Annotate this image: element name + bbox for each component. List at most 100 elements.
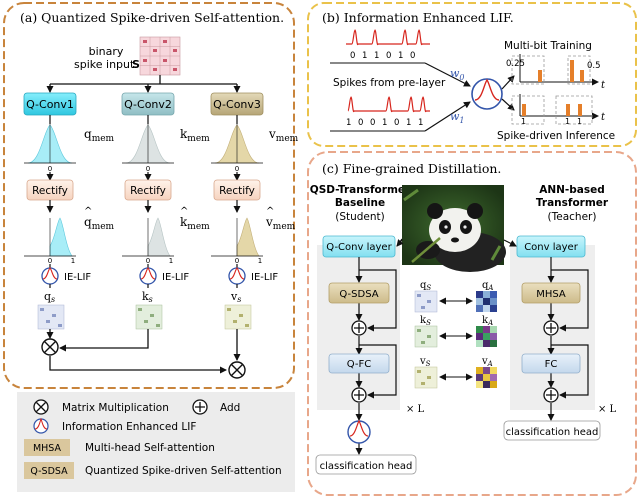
q-hat-mem-label: qmem — [84, 215, 115, 232]
v-s-label: vs — [230, 290, 241, 304]
student-qsdsa-label: Q-SDSA — [339, 289, 378, 300]
student-add-2 — [351, 387, 367, 403]
legend-ielif-label: Information Enhanced LIF — [62, 421, 196, 433]
svg-text:^: ^ — [180, 206, 188, 217]
lif-neuron-v — [228, 267, 246, 285]
student-times-l: × L — [406, 404, 425, 415]
q-conv3-label: Q-Conv3 — [213, 98, 261, 111]
spike-train-bottom: 1 0 0 1 0 1 1 — [330, 96, 430, 132]
svg-text:1: 1 — [406, 118, 411, 128]
svg-text:0: 0 — [370, 118, 375, 128]
multibit-training-label: Multi-bit Training — [504, 40, 592, 52]
teacher-add-2 — [543, 387, 559, 403]
k-mem-label: kmem — [180, 127, 210, 144]
k-hat-mem-label: kmem — [180, 215, 210, 232]
k-hat-distribution — [147, 217, 171, 257]
svg-text:^: ^ — [266, 206, 274, 217]
value-025: 0.25 — [506, 59, 525, 69]
legend-add-icon — [192, 399, 208, 415]
student-ielif-neuron — [347, 419, 371, 444]
svg-text:1: 1 — [258, 257, 262, 265]
k-a-heatmap — [476, 326, 497, 347]
student-qsdsa-block — [328, 282, 390, 304]
v-rectify-label: Rectify — [219, 185, 255, 197]
v-mem-label: vmem — [268, 127, 299, 144]
student-cls-head-label: classification head — [320, 461, 413, 472]
v-hat-distribution — [236, 217, 260, 257]
ielif-label-v: IE-LIF — [251, 272, 278, 283]
matmul-op-a — [41, 338, 59, 356]
column-q: Q-Conv1 qmem 0 Rectify qmem ^ 0 1 — [23, 92, 115, 268]
teacher-mhsa-block — [521, 282, 581, 304]
q-mem-label: qmem — [84, 127, 115, 144]
ie-lif-neuron-large — [471, 78, 503, 110]
k-rectify-label: Rectify — [130, 185, 166, 197]
svg-text:1: 1 — [169, 257, 173, 265]
teacher-role: (Teacher) — [548, 211, 597, 223]
teacher-times-l: × L — [598, 404, 617, 415]
legend-mhsa-tag-label: MHSA — [33, 443, 62, 454]
v-a-heatmap — [476, 367, 497, 388]
teacher-fc-block — [521, 353, 581, 374]
q-s-label: qs — [44, 290, 55, 304]
svg-text:0: 0 — [394, 118, 399, 128]
teacher-add-1 — [543, 320, 559, 336]
q-hat-distribution — [49, 217, 73, 257]
student-title-2: Baseline — [335, 197, 385, 209]
svg-text:1: 1 — [565, 117, 570, 126]
time-axis-label-top: t — [601, 80, 606, 91]
student-title-1: QSD-Transformer — [310, 184, 411, 196]
teacher-cls-head-label: classification head — [506, 427, 599, 438]
weight-w1: w1 — [450, 110, 465, 125]
distill-v: vS vA — [414, 356, 497, 389]
multibit-bar-3 — [580, 70, 584, 82]
inference-bar-3 — [578, 104, 582, 116]
student-qfc-label: Q-FC — [347, 359, 372, 370]
q-a-heatmap — [476, 291, 497, 312]
legend-ielif-icon — [33, 417, 49, 434]
q-tick-zero: 0 — [48, 165, 52, 173]
multibit-plot: 0.25 0.5 t — [506, 54, 606, 91]
spike-input-matrix — [139, 36, 181, 76]
legend-mhsa-tag — [24, 439, 70, 456]
svg-text:1: 1 — [418, 118, 423, 128]
v-hat-mem-label: vmem — [265, 215, 296, 232]
svg-text:kS: kS — [420, 315, 431, 327]
svg-text:1: 1 — [71, 257, 75, 265]
v-s-matrix — [224, 304, 252, 330]
svg-text:vA: vA — [481, 356, 493, 368]
panel-a: (a) Quantized Spike-driven Self-attentio… — [3, 2, 299, 389]
svg-text:0: 0 — [146, 257, 150, 265]
panel-b-title: (b) Information Enhanced LIF. — [322, 10, 514, 25]
student-add-1 — [351, 320, 367, 336]
input-symbol: S — [132, 58, 140, 71]
svg-text:0: 0 — [235, 257, 239, 265]
legend-mhsa-desc: Multi-head Self-attention — [85, 442, 215, 454]
panel-b-border — [307, 2, 637, 147]
svg-text:0: 0 — [358, 118, 363, 128]
multibit-bar-2 — [570, 60, 574, 82]
column-k: Q-Conv2 kmem 0 Rectify kmem ^ 0 1 — [121, 92, 210, 268]
inference-bar-1 — [522, 104, 526, 116]
lif-neuron-q — [41, 267, 59, 285]
panel-a-border — [3, 2, 295, 389]
panda-image — [402, 185, 506, 272]
teacher-title-2: Transformer — [536, 197, 609, 209]
legend-qsdsa-tag — [24, 462, 74, 479]
multibit-bar-1 — [538, 70, 542, 82]
panel-c-title: (c) Fine-grained Distillation. — [322, 161, 501, 176]
legend-matmul-label: Matrix Multiplication — [62, 402, 169, 414]
svg-text:0: 0 — [350, 51, 355, 61]
time-axis-label-bottom: t — [601, 112, 606, 123]
q-s-matrix — [37, 304, 65, 330]
input-label-1: binary — [89, 45, 124, 58]
legend-add-label: Add — [220, 402, 240, 414]
svg-text:kA: kA — [482, 315, 493, 327]
svg-text:1: 1 — [346, 118, 351, 128]
teacher-fc-label: FC — [545, 359, 558, 370]
matmul-op-b — [228, 361, 246, 379]
svg-text:1: 1 — [362, 51, 367, 61]
q-conv1-label: Q-Conv1 — [26, 98, 74, 111]
inference-bar-2 — [566, 104, 570, 116]
